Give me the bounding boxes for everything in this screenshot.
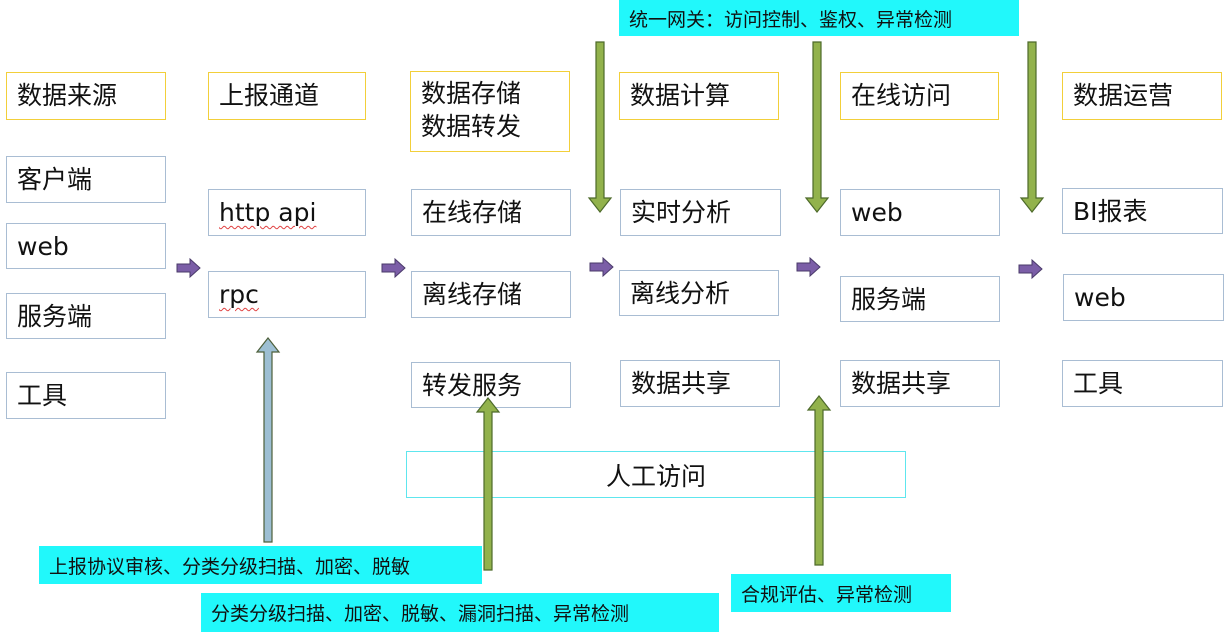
- compute-offline: 离线分析: [619, 270, 779, 316]
- report-security-label: 上报协议审核、分类分级扫描、加密、脱敏: [39, 546, 482, 584]
- gateway-arrow-compute: [587, 41, 613, 213]
- channel-http-api: http api: [208, 189, 366, 236]
- flow-arrow-4: [796, 256, 821, 278]
- flow-arrow-2: [381, 257, 406, 279]
- storage-online: 在线存储: [411, 189, 571, 236]
- header-report-channel: 上报通道: [208, 72, 366, 120]
- source-web: web: [6, 223, 166, 269]
- ops-bi-report: BI报表: [1062, 188, 1223, 234]
- channel-rpc: rpc: [208, 271, 366, 318]
- header-compute: 数据计算: [619, 72, 779, 120]
- flow-arrow-1: [176, 257, 201, 279]
- source-client: 客户端: [6, 156, 166, 203]
- report-security-arrow: [255, 337, 281, 543]
- header-online-access: 在线访问: [840, 72, 999, 120]
- header-storage-forward: 数据存储 数据转发: [410, 71, 570, 152]
- compute-realtime: 实时分析: [620, 189, 781, 236]
- gateway-arrow-access: [804, 41, 830, 213]
- storage-security-arrow: [475, 397, 501, 571]
- ops-web: web: [1063, 274, 1224, 321]
- storage-offline: 离线存储: [411, 271, 571, 318]
- channel-rpc-label: rpc: [219, 280, 259, 309]
- access-security-arrow: [806, 395, 832, 566]
- access-security-label: 合规评估、异常检测: [731, 574, 951, 612]
- compute-data-share: 数据共享: [620, 360, 780, 407]
- flow-arrow-5: [1018, 258, 1043, 280]
- header-operations: 数据运营: [1062, 72, 1222, 120]
- flow-arrow-3: [589, 256, 614, 278]
- ops-tools: 工具: [1062, 360, 1223, 407]
- gateway-label: 统一网关：访问控制、鉴权、异常检测: [619, 0, 1019, 36]
- access-web: web: [840, 189, 1000, 236]
- gateway-arrow-operations: [1019, 41, 1045, 213]
- storage-security-label: 分类分级扫描、加密、脱敏、漏洞扫描、异常检测: [201, 593, 719, 632]
- header-data-source: 数据来源: [6, 72, 166, 120]
- source-server: 服务端: [6, 293, 166, 339]
- access-server: 服务端: [840, 276, 1000, 322]
- access-data-share: 数据共享: [840, 360, 1000, 407]
- source-tools: 工具: [6, 372, 166, 419]
- channel-http-api-label: http api: [219, 198, 317, 227]
